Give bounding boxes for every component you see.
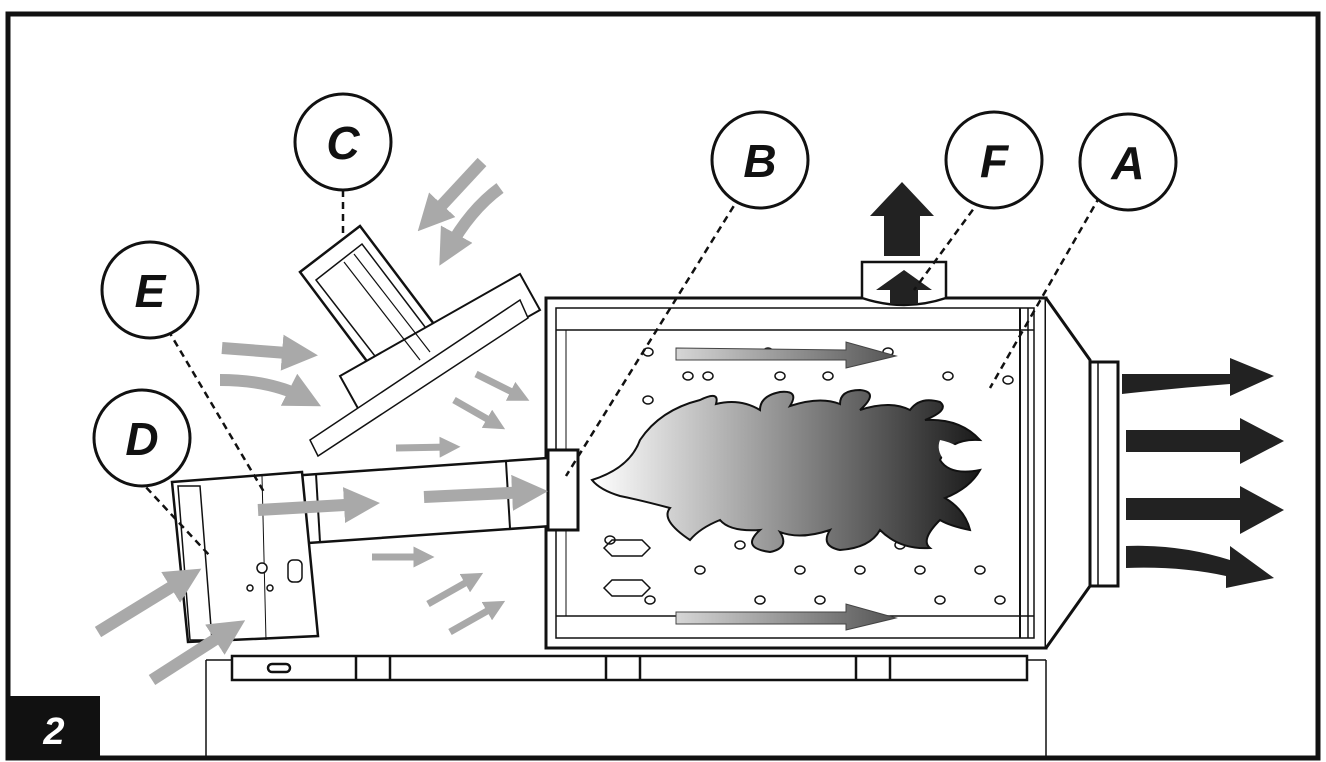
intake-air-arrows bbox=[94, 157, 548, 686]
callout-A-label: A bbox=[1110, 137, 1144, 189]
figure-number-badge: 2 bbox=[8, 696, 100, 760]
control-box bbox=[170, 470, 320, 644]
base-stand bbox=[205, 654, 1047, 756]
flame bbox=[590, 388, 983, 554]
callout-E-label: E bbox=[135, 265, 167, 317]
callout-A: A bbox=[1078, 112, 1178, 212]
callout-C: C bbox=[293, 92, 393, 192]
callout-D: D bbox=[92, 388, 192, 488]
fan-housing bbox=[298, 224, 542, 458]
callout-B: B bbox=[710, 110, 810, 210]
callout-D-label: D bbox=[125, 413, 158, 465]
callout-F-label: F bbox=[980, 135, 1010, 187]
callout-B-label: B bbox=[743, 135, 776, 187]
callout-F: F bbox=[944, 110, 1044, 210]
leader-lines bbox=[129, 190, 1102, 557]
hot-air-arrows bbox=[870, 182, 1284, 588]
figure-number: 2 bbox=[42, 711, 64, 753]
callout-E: E bbox=[100, 240, 200, 340]
chamber-air-flow bbox=[675, 341, 898, 631]
callout-C-label: C bbox=[326, 117, 360, 169]
